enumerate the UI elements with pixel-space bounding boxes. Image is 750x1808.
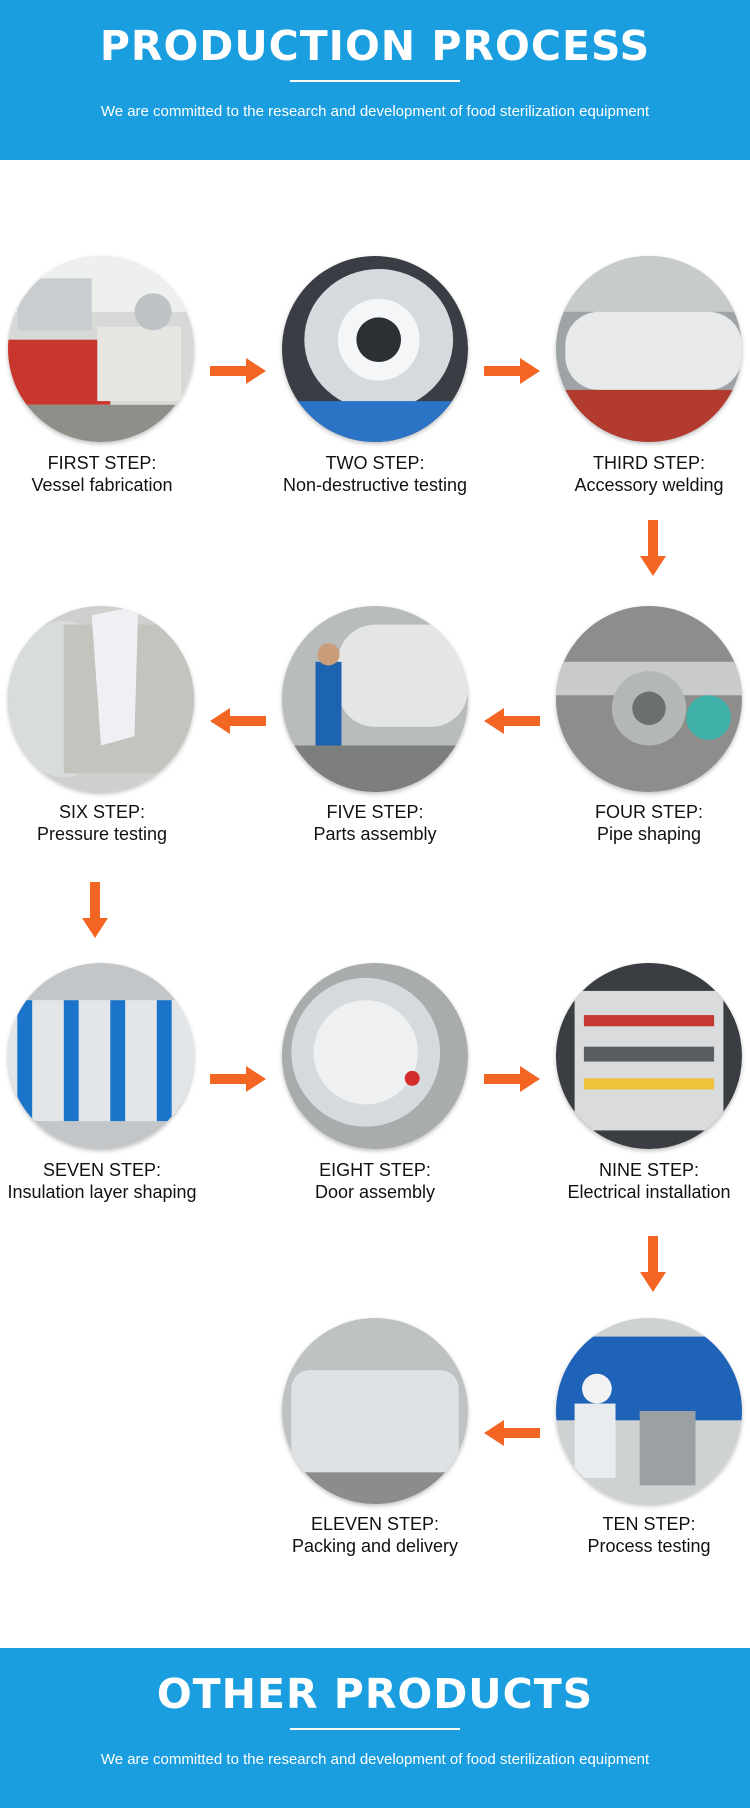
step-7-title: SEVEN STEP:: [42, 1160, 162, 1180]
arrow-down-icon: [82, 882, 108, 938]
step-7-photo: [8, 963, 194, 1149]
step-5-caption: FIVE STEP: Parts assembly: [245, 801, 505, 845]
step-6-caption: SIX STEP: Pressure testing: [0, 801, 232, 845]
step-8-desc: Door assembly: [314, 1182, 436, 1202]
step-11-desc: Packing and delivery: [291, 1536, 459, 1556]
step-4-title: FOUR STEP:: [594, 802, 703, 822]
step-11-title: ELEVEN STEP:: [310, 1514, 440, 1534]
step-11-caption: ELEVEN STEP: Packing and delivery: [245, 1513, 505, 1557]
arrow-left-icon: [210, 708, 266, 734]
step-4-caption: FOUR STEP: Pipe shaping: [519, 801, 750, 845]
step-9-desc: Electrical installation: [567, 1182, 731, 1202]
step-6-photo: [8, 606, 194, 792]
step-8-caption: EIGHT STEP: Door assembly: [245, 1159, 505, 1203]
page-title: PRODUCTION PROCESS: [99, 22, 651, 70]
step-10-photo: [556, 1318, 742, 1504]
step-10-title: TEN STEP:: [602, 1514, 696, 1534]
step-1-photo: [8, 256, 194, 442]
step-2-photo: [282, 256, 468, 442]
step-3-title: THIRD STEP:: [592, 453, 705, 473]
step-1-title: FIRST STEP:: [47, 453, 157, 473]
step-2-caption: TWO STEP: Non-destructive testing: [245, 452, 505, 496]
step-6-title: SIX STEP:: [58, 802, 146, 822]
step-4-photo: [556, 606, 742, 792]
title-underline: [290, 1728, 460, 1730]
step-2-title: TWO STEP:: [325, 453, 425, 473]
section-title: OTHER PRODUCTS: [156, 1670, 594, 1718]
step-3-desc: Accessory welding: [574, 475, 724, 495]
arrow-down-icon: [640, 520, 666, 576]
step-5-desc: Parts assembly: [313, 824, 437, 844]
arrow-right-icon: [484, 1066, 540, 1092]
step-5-title: FIVE STEP:: [326, 802, 424, 822]
footer-subtitle: We are committed to the research and dev…: [100, 1751, 650, 1768]
step-1-desc: Vessel fabrication: [31, 475, 173, 495]
arrow-right-icon: [210, 1066, 266, 1092]
arrow-right-icon: [484, 358, 540, 384]
step-3-photo: [556, 256, 742, 442]
arrow-down-icon: [640, 1236, 666, 1292]
step-7-desc: Insulation layer shaping: [7, 1182, 197, 1202]
step-9-photo: [556, 963, 742, 1149]
step-9-caption: NINE STEP: Electrical installation: [519, 1159, 750, 1203]
step-10-desc: Process testing: [587, 1536, 711, 1556]
step-1-caption: FIRST STEP: Vessel fabrication: [0, 452, 232, 496]
step-11-photo: [282, 1318, 468, 1504]
header-banner: PRODUCTION PROCESS We are committed to t…: [0, 0, 750, 160]
step-6-desc: Pressure testing: [36, 824, 168, 844]
step-4-desc: Pipe shaping: [596, 824, 702, 844]
step-8-photo: [282, 963, 468, 1149]
arrow-left-icon: [484, 708, 540, 734]
step-8-title: EIGHT STEP:: [319, 1160, 431, 1180]
arrow-right-icon: [210, 358, 266, 384]
step-3-caption: THIRD STEP: Accessory welding: [519, 452, 750, 496]
header-subtitle: We are committed to the research and dev…: [100, 103, 650, 120]
step-2-desc: Non-destructive testing: [282, 475, 468, 495]
step-10-caption: TEN STEP: Process testing: [519, 1513, 750, 1557]
step-7-caption: SEVEN STEP: Insulation layer shaping: [0, 1159, 232, 1203]
footer-banner: OTHER PRODUCTS We are committed to the r…: [0, 1648, 750, 1808]
arrow-left-icon: [484, 1420, 540, 1446]
step-9-title: NINE STEP:: [598, 1160, 700, 1180]
step-5-photo: [282, 606, 468, 792]
title-underline: [290, 80, 460, 82]
